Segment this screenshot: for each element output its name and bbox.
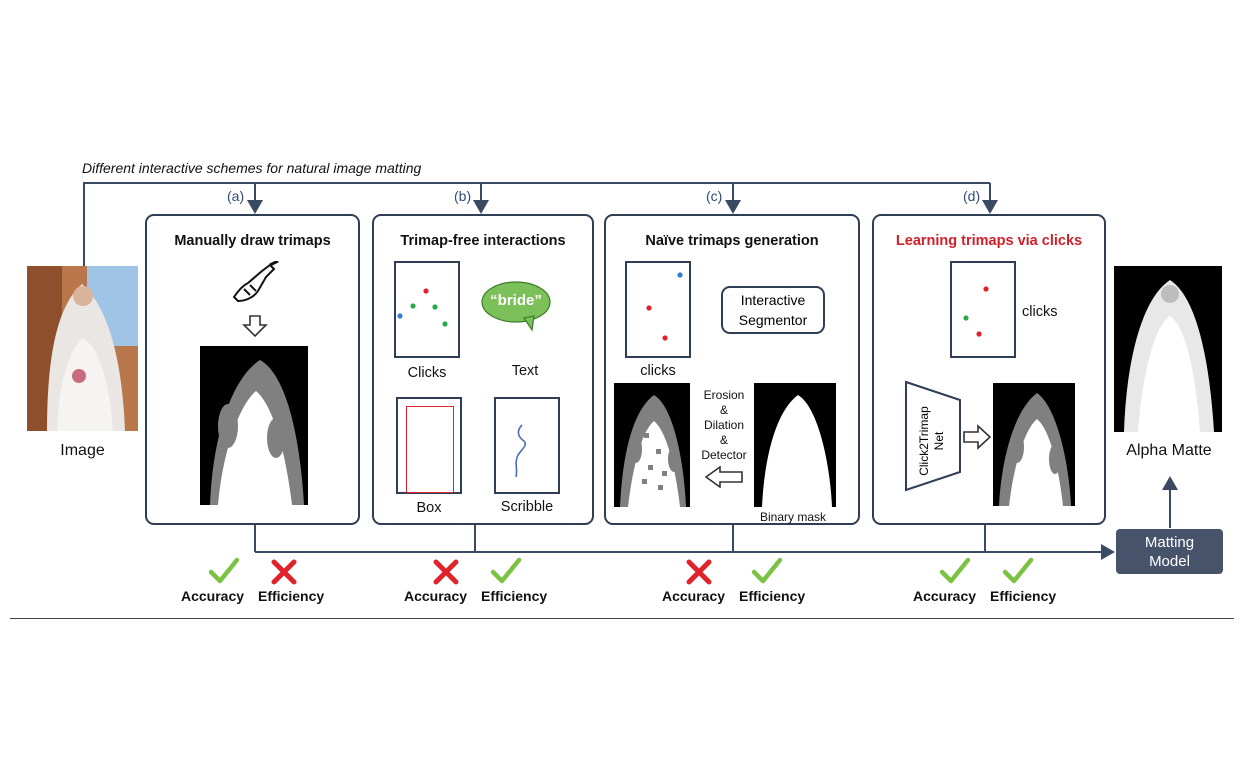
clicks-label-b: Clicks — [407, 365, 447, 381]
down-arrow-icon — [242, 315, 268, 338]
panel-d-efficiency-check-icon — [1003, 557, 1033, 584]
output-label: Alpha Matte — [1126, 442, 1212, 459]
matting-model-box: Matting Model — [1116, 529, 1223, 574]
hand-draw-icon — [232, 261, 279, 303]
text-bubble — [481, 281, 551, 332]
text-bubble-label: “bride” — [490, 292, 542, 309]
matting-model-label: Matting Model — [1144, 534, 1195, 570]
clicks-label-d: clicks — [1022, 304, 1058, 320]
panel-b-efficiency-check-icon — [491, 557, 521, 584]
panel-b-accuracy-cross-icon — [433, 559, 459, 585]
panel-a-efficiency-label: Efficiency — [258, 588, 325, 604]
input-label: Image — [60, 442, 105, 459]
trimap-a — [200, 346, 308, 505]
panel-c-efficiency-label: Efficiency — [739, 588, 806, 604]
clicks-label-c: clicks — [640, 363, 676, 379]
alpha-matte-image — [1114, 266, 1222, 432]
top-bus-line — [83, 182, 990, 266]
panel-a-efficiency-cross-icon — [271, 559, 297, 585]
click2trimap-net-shape — [905, 380, 961, 492]
interactive-segmentor-box: Interactive Segmentor — [721, 286, 825, 334]
click-points-c — [646, 272, 683, 341]
scribble-label: Scribble — [500, 499, 554, 515]
box-label: Box — [416, 500, 442, 516]
binary-mask-label: Binary mask — [759, 510, 827, 524]
bottom-rule — [10, 618, 1234, 619]
box-rectangle — [406, 406, 454, 493]
learned-trimap — [993, 383, 1075, 506]
panel-c-accuracy-cross-icon — [686, 559, 712, 585]
panel-d-accuracy-check-icon — [940, 557, 970, 584]
segmentor-label: Interactive Segmentor — [738, 292, 808, 328]
panel-a-tag: (a) — [227, 188, 245, 204]
panel-b-efficiency-label: Efficiency — [481, 588, 548, 604]
panel-c-title: Naïve trimaps generation — [645, 233, 819, 249]
left-arrow-icon — [704, 466, 743, 488]
scribble-canvas — [494, 397, 560, 494]
naive-trimap — [614, 383, 690, 507]
panel-a-accuracy-label: Accuracy — [181, 588, 245, 604]
click-points-d — [963, 286, 989, 337]
panel-c-efficiency-check-icon — [752, 557, 782, 584]
clicks-canvas-d — [950, 261, 1016, 358]
panel-c-tag: (c) — [706, 188, 723, 204]
panel-d-title: Learning trimaps via clicks — [895, 233, 1083, 249]
panel-d-efficiency-label: Efficiency — [990, 588, 1057, 604]
clicks-canvas-b — [394, 261, 460, 358]
box-canvas — [396, 397, 462, 494]
ops-label: Erosion & Dilation & Detector — [701, 388, 747, 462]
panel-d-tag: (d) — [963, 188, 981, 204]
panel-a-title: Manually draw trimaps — [174, 233, 331, 249]
net-label: Click2Trimap Net — [917, 406, 946, 476]
panel-d-accuracy-label: Accuracy — [913, 588, 977, 604]
text-label: Text — [511, 363, 539, 379]
panel-b-title: Trimap-free interactions — [400, 233, 566, 249]
panel-c-accuracy-label: Accuracy — [662, 588, 726, 604]
panel-b-tag: (b) — [454, 188, 472, 204]
scribble-stroke — [515, 424, 527, 478]
panel-a-accuracy-check-icon — [209, 557, 239, 584]
binary-mask — [754, 383, 836, 507]
input-bride-image — [27, 266, 138, 431]
click-points-b — [397, 288, 448, 327]
panel-b-accuracy-label: Accuracy — [404, 588, 468, 604]
right-arrow-icon — [963, 424, 992, 450]
diagram-heading: Different interactive schemes for natura… — [82, 160, 422, 176]
